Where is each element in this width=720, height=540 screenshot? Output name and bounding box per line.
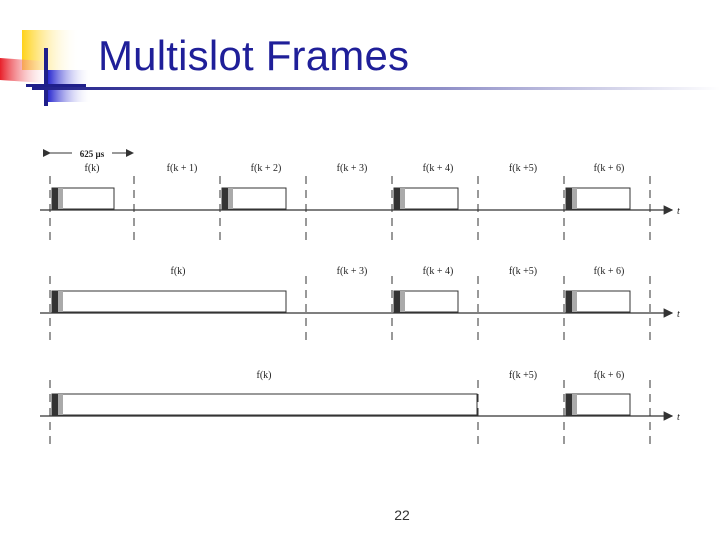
frame-label: f(k + 6) <box>594 266 625 277</box>
timeline-row-1: t <box>40 163 680 240</box>
packet-1-3 <box>393 187 459 210</box>
frame-label: f(k +5) <box>509 266 537 277</box>
time-axis-label-2: t <box>677 309 680 320</box>
slide-title: Multislot Frames <box>98 32 410 79</box>
frame-label: f(k + 2) <box>251 163 282 174</box>
frame-label: f(k + 3) <box>337 266 368 277</box>
frame-label: f(k + 6) <box>594 370 625 381</box>
frame-label: f(k) <box>257 370 272 381</box>
time-axis-label-3: t <box>677 412 680 423</box>
timeline-row-3: t f(k) f(k +5) f(k + 6) <box>40 370 680 447</box>
frame-label: f(k +5) <box>509 163 537 174</box>
frame-label: f(k) <box>171 266 186 277</box>
page-number: 22 <box>394 507 410 523</box>
frame-label: f(k + 3) <box>337 163 368 174</box>
slot-boundaries-2 <box>49 276 651 342</box>
packet-2-1 <box>51 290 287 313</box>
packet-1-2 <box>221 187 287 210</box>
slot-duration-label-bg <box>72 147 112 159</box>
packet-1-4 <box>565 187 631 210</box>
slide-logo-icon <box>0 30 92 106</box>
slot-duration-label: 625 µs <box>80 149 105 159</box>
slot-duration-indicator: 625 µs <box>43 147 134 159</box>
packet-1-1 <box>51 187 115 210</box>
packet-2-3 <box>565 290 631 313</box>
frame-label: f(k +5) <box>509 370 537 381</box>
slot-boundaries-3 <box>49 380 651 447</box>
title-underline <box>32 87 720 90</box>
slot-boundaries-1 <box>49 176 651 240</box>
packet-3-1 <box>51 393 478 416</box>
frame-label: f(k + 4) <box>423 163 454 174</box>
packet-3-2 <box>565 393 631 416</box>
frame-label: f(k + 6) <box>594 163 625 174</box>
packet-2-2 <box>393 290 459 313</box>
frame-label: f(k + 4) <box>423 266 454 277</box>
timeline-row-2: t <box>40 266 680 342</box>
time-axis-label-1: t <box>677 206 680 217</box>
frame-label: f(k) <box>85 163 100 174</box>
frame-label: f(k + 1) <box>167 163 198 174</box>
